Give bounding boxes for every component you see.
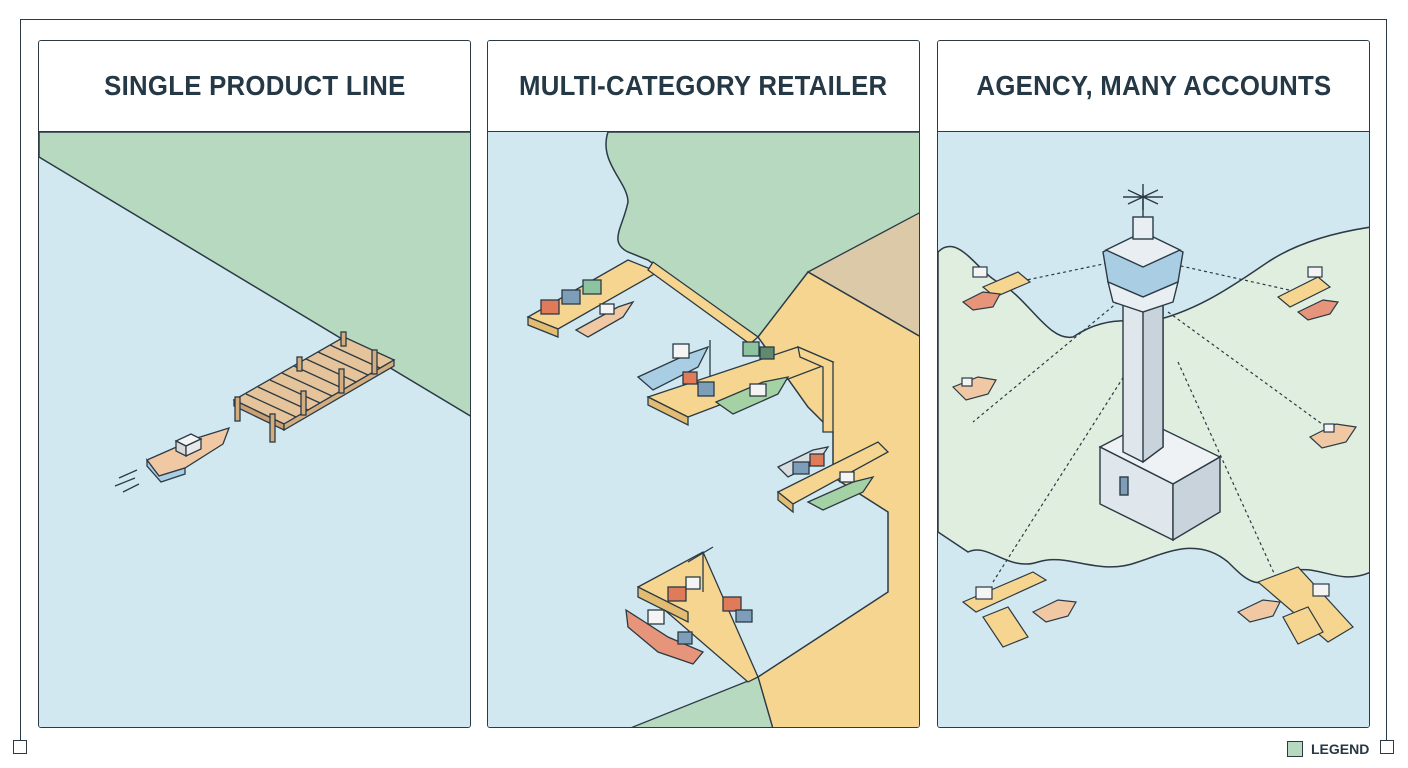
wooden-dock bbox=[232, 331, 396, 443]
account-dock-nw bbox=[961, 266, 1032, 311]
boat-e bbox=[1308, 423, 1358, 449]
legend-label: LEGEND bbox=[1311, 741, 1370, 757]
land-north bbox=[605, 132, 919, 338]
panel-title: SINGLE PRODUCT LINE bbox=[103, 70, 406, 101]
panel-title: AGENCY, MANY ACCOUNTS bbox=[975, 70, 1332, 101]
multi-dock-illustration bbox=[488, 132, 919, 727]
control-tower-illustration bbox=[938, 132, 1369, 727]
legend-swatch bbox=[1287, 741, 1303, 757]
pier-middle bbox=[636, 340, 835, 433]
pier-lower bbox=[625, 546, 759, 683]
account-dock-se bbox=[1236, 566, 1354, 645]
outer-frame bbox=[20, 19, 1387, 740]
panel-title: MULTI-CATEGORY RETAILER bbox=[519, 70, 888, 101]
pier-upper bbox=[526, 259, 760, 345]
boat-w bbox=[951, 376, 997, 401]
frame-corner-right bbox=[1380, 740, 1394, 754]
panel-header: MULTI-CATEGORY RETAILER bbox=[488, 41, 919, 132]
boat-icon bbox=[114, 426, 231, 493]
panel-multi-category-retailer: MULTI-CATEGORY RETAILER bbox=[487, 40, 920, 728]
panel-header: SINGLE PRODUCT LINE bbox=[39, 41, 470, 132]
land-south bbox=[631, 676, 774, 727]
panel-agency-many-accounts: AGENCY, MANY ACCOUNTS bbox=[937, 40, 1370, 728]
panel-header: AGENCY, MANY ACCOUNTS bbox=[938, 41, 1369, 132]
single-dock-illustration bbox=[39, 132, 470, 727]
pier-right bbox=[776, 441, 890, 514]
legend: LEGEND bbox=[1287, 740, 1369, 758]
panel-single-product-line: SINGLE PRODUCT LINE bbox=[38, 40, 471, 728]
account-dock-ne bbox=[1276, 266, 1340, 321]
frame-corner-left bbox=[13, 740, 27, 754]
control-tower-icon bbox=[1098, 184, 1222, 542]
connection-lines bbox=[972, 261, 1334, 583]
account-dock-sw bbox=[961, 571, 1077, 648]
